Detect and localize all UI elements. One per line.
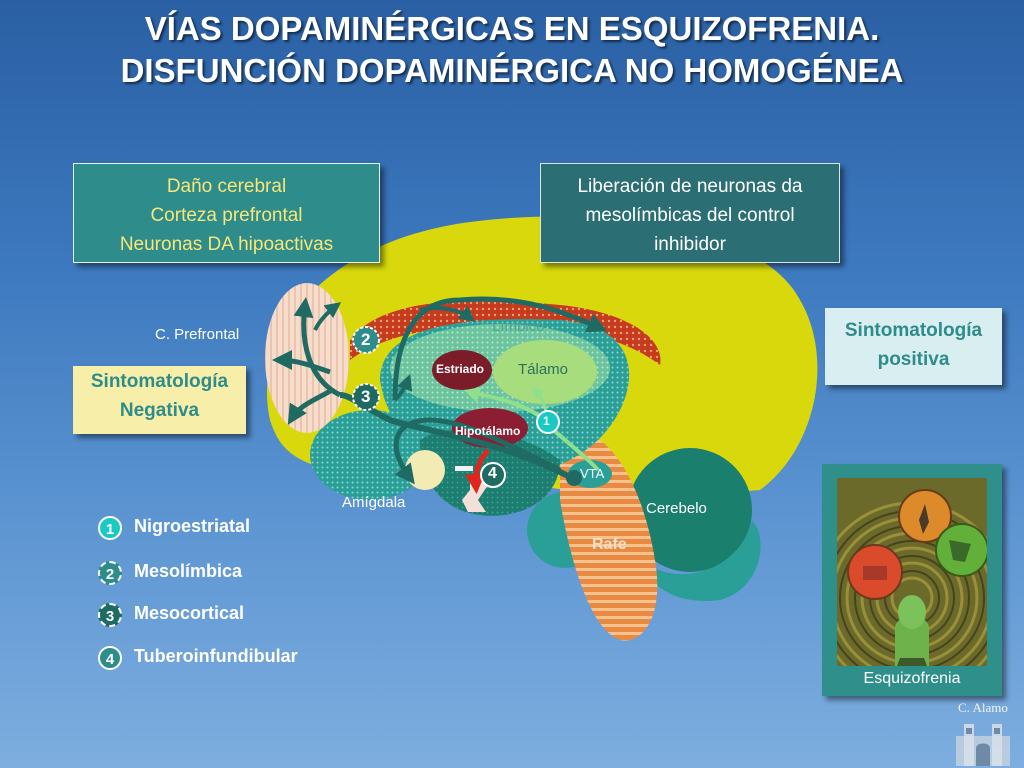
legend-num-1: 1 xyxy=(98,516,122,540)
label-vta: VTA xyxy=(580,466,605,481)
label-limbico: Límbico xyxy=(492,318,545,335)
box-sintomatologia-negativa: Sintomatología Negativa xyxy=(73,366,246,434)
schizophrenia-picture-frame: Esquizofrenia xyxy=(822,464,1002,696)
legend-num-4: 4 xyxy=(98,646,122,670)
box-liberacion-line-1: Liberación de neuronas da xyxy=(577,176,803,197)
box-liberacion-line-3: inhibidor xyxy=(654,234,726,255)
box-dano-cerebral: Daño cerebral Corteza prefrontal Neurona… xyxy=(73,163,380,263)
negativa-line-1: Sintomatología xyxy=(90,371,229,392)
cerebelo-shape xyxy=(628,448,752,572)
marker-2: 2 xyxy=(361,330,371,349)
legend-label-1: Nigroestriatal xyxy=(134,516,251,536)
box-dano-line-1: Daño cerebral xyxy=(166,176,287,197)
label-hipotalamo: Hipotálamo xyxy=(455,424,521,438)
legend-num-2: 2 xyxy=(98,561,122,585)
positiva-line-1: Sintomatología xyxy=(844,320,983,341)
box-liberacion-line-2: mesolímbicas del control xyxy=(585,205,795,226)
marker-3-shape xyxy=(352,383,380,411)
marker-1-shape xyxy=(536,410,560,434)
box-dano-line-3: Neuronas DA hipoactivas xyxy=(119,234,334,255)
picture-caption: Esquizofrenia xyxy=(863,670,961,687)
negativa-line-2: Negativa xyxy=(119,400,200,421)
marker-1: 1 xyxy=(543,414,550,428)
marker-2-shape xyxy=(352,326,380,354)
title-line-1: VÍAS DOPAMINÉRGICAS EN ESQUIZOFRENIA. xyxy=(144,10,880,47)
label-prefrontal: C. Prefrontal xyxy=(155,326,240,343)
marker-3: 3 xyxy=(361,387,371,406)
positiva-line-2: positiva xyxy=(877,349,950,370)
title-line-2: DISFUNCIÓN DOPAMINÉRGICA NO HOMOGÉNEA xyxy=(120,52,904,89)
legend-label-2: Mesolímbica xyxy=(134,561,243,581)
talamo-shape xyxy=(493,340,597,404)
label-estriado: Estriado xyxy=(436,362,485,376)
legend-label-3: Mesocortical xyxy=(134,603,245,623)
amigdala-shape xyxy=(405,450,445,490)
box-sintomatologia-positiva: Sintomatología positiva xyxy=(825,308,1002,385)
label-talamo: Tálamo xyxy=(518,361,569,378)
schizophrenia-painting-icon xyxy=(837,478,987,666)
box-liberacion: Liberación de neuronas da mesolímbicas d… xyxy=(540,163,840,263)
author-signature: C. Alamo xyxy=(958,700,1008,715)
estriado-shape xyxy=(432,350,492,390)
box-dano-line-2: Corteza prefrontal xyxy=(150,205,303,226)
label-rafe: Rafe xyxy=(592,536,627,553)
building-logo-icon xyxy=(956,724,1010,766)
marker-4: 4 xyxy=(488,465,497,482)
marker-4-shape xyxy=(480,462,506,488)
page-title: VÍAS DOPAMINÉRGICAS EN ESQUIZOFRENIA. DI… xyxy=(0,8,1024,92)
label-amigdala: Amígdala xyxy=(342,494,406,511)
label-cerebelo: Cerebelo xyxy=(646,500,707,517)
legend-label-4: Tuberoinfundibular xyxy=(134,646,298,666)
legend-num-3: 3 xyxy=(98,603,122,627)
